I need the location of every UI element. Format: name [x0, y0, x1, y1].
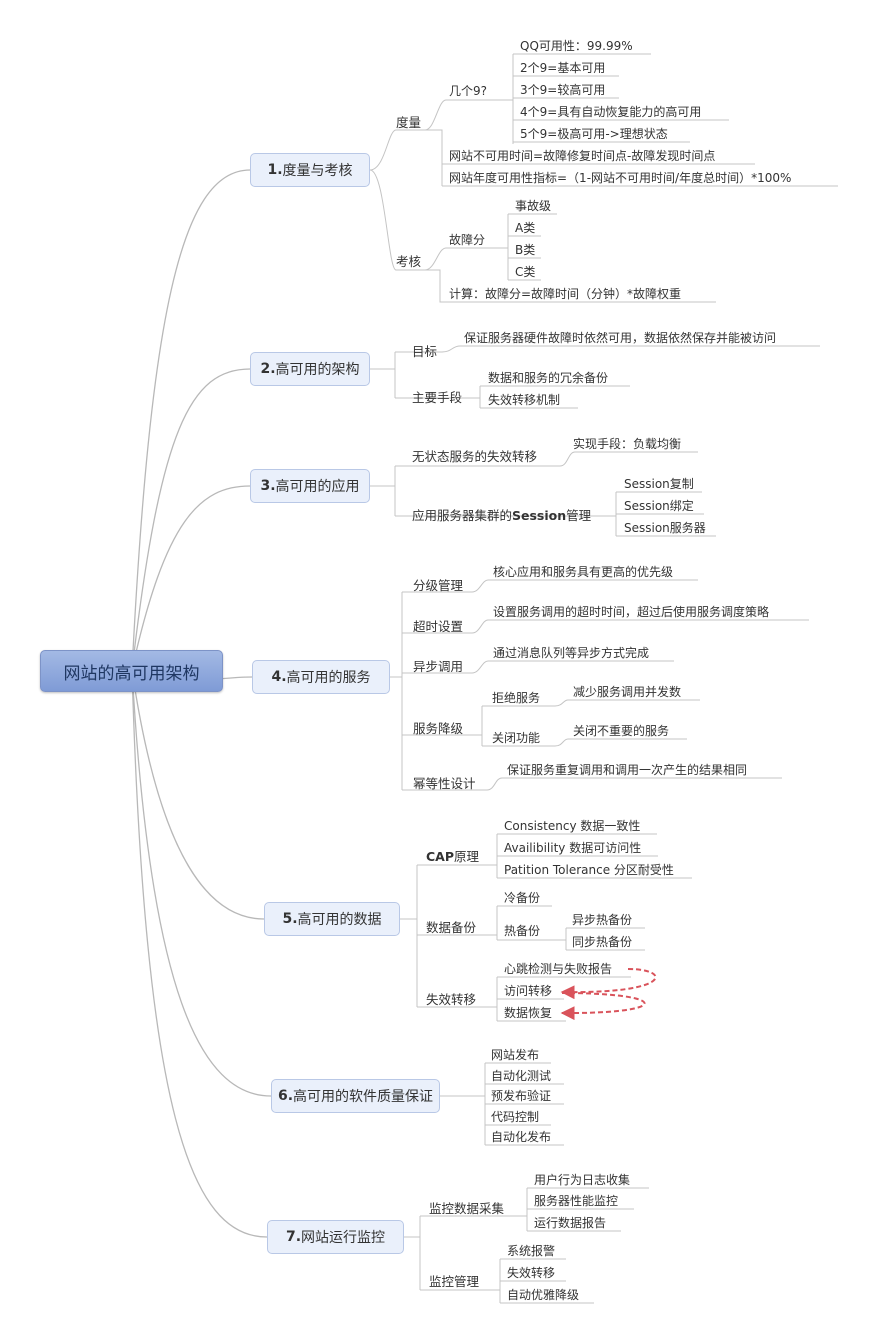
- topic-7-node[interactable]: 7.网站运行监控: [267, 1220, 404, 1254]
- nines-item[interactable]: 4个9=具有自动恢复能力的高可用: [520, 105, 702, 119]
- topic-4-node[interactable]: 4.高可用的服务: [252, 660, 390, 694]
- means-item[interactable]: 失效转移机制: [488, 393, 561, 407]
- session-mgmt-bold: Session: [512, 508, 567, 523]
- topic-7-number: 7.: [285, 1229, 302, 1245]
- fault-level-item[interactable]: C类: [515, 265, 536, 279]
- topic-7-title: 网站运行监控: [301, 1230, 386, 1246]
- cap-bold: CAP: [426, 849, 455, 864]
- topic-5-number: 5.: [282, 911, 298, 927]
- cap-item[interactable]: Availibility 数据可访问性: [504, 841, 642, 855]
- how-many-nines-node[interactable]: 几个9?: [449, 84, 488, 98]
- downtime-node[interactable]: 网站不可用时间=故障修复时间点-故障发现时间点: [449, 149, 716, 163]
- fault-level-item[interactable]: B类: [515, 243, 536, 257]
- goal-text[interactable]: 保证服务器硬件故障时依然可用，数据依然保存并能被访问: [464, 331, 777, 345]
- hot-backup-item[interactable]: 同步热备份: [572, 935, 633, 949]
- failover-flow-arrows: [560, 968, 657, 1021]
- topic-6-number: 6.: [277, 1088, 294, 1104]
- session-item[interactable]: Session服务器: [624, 521, 706, 535]
- topic-5-node[interactable]: 5.高可用的数据: [264, 902, 400, 936]
- topic-1-node[interactable]: 1.度量与考核: [250, 153, 370, 187]
- collect-item[interactable]: 服务器性能监控: [534, 1194, 619, 1208]
- collect-item[interactable]: 用户行为日志收集: [534, 1173, 631, 1187]
- cap-item[interactable]: Patition Tolerance 分区耐受性: [504, 863, 674, 877]
- nines-item[interactable]: 5个9=极高可用->理想状态: [520, 127, 668, 141]
- topic-2-title: 高可用的架构: [275, 362, 360, 378]
- topic-3-title: 高可用的应用: [275, 479, 360, 495]
- tiered-management-node[interactable]: 分级管理: [413, 578, 464, 593]
- timeout-text[interactable]: 设置服务调用的超时时间，超过后使用服务调度策略: [493, 605, 770, 619]
- shutdown-text[interactable]: 关闭不重要的服务: [573, 724, 670, 738]
- fault-score-node[interactable]: 故障分: [449, 233, 486, 247]
- manage-item[interactable]: 自动优雅降级: [507, 1288, 580, 1302]
- root-node[interactable]: 网站的高可用架构: [40, 650, 223, 692]
- data-failover-node[interactable]: 失效转移: [426, 992, 477, 1007]
- data-recovery-node[interactable]: 数据恢复: [504, 1006, 553, 1020]
- nines-item[interactable]: 3个9=较高可用: [520, 83, 606, 97]
- async-call-node[interactable]: 异步调用: [413, 659, 464, 674]
- idempotent-node[interactable]: 幂等性设计: [413, 776, 476, 791]
- idempotent-text[interactable]: 保证服务重复调用和调用一次产生的结果相同: [507, 763, 748, 777]
- quality-item[interactable]: 预发布验证: [491, 1089, 552, 1103]
- manage-item[interactable]: 系统报警: [507, 1244, 556, 1258]
- session-mgmt-prefix: 应用服务器集群的: [412, 508, 513, 523]
- topic-1-number: 1.: [267, 162, 283, 178]
- topic-1-title: 度量与考核: [282, 163, 353, 179]
- goal-node[interactable]: 目标: [412, 344, 438, 359]
- cap-suffix: 原理: [454, 849, 480, 864]
- session-item[interactable]: Session复制: [624, 477, 694, 491]
- sub-branch-lines: [369, 53, 838, 1304]
- root-branch-curves: [131, 169, 272, 1238]
- data-backup-node[interactable]: 数据备份: [426, 920, 477, 935]
- reject-service-node[interactable]: 拒绝服务: [492, 691, 541, 705]
- nines-item[interactable]: QQ可用性：99.99%: [520, 39, 633, 53]
- fault-level-item[interactable]: 事故级: [515, 199, 552, 213]
- hot-backup-node[interactable]: 热备份: [504, 924, 541, 938]
- topic-4-title: 高可用的服务: [286, 670, 371, 686]
- session-mgmt-suffix: 管理: [566, 508, 592, 523]
- cap-item[interactable]: Consistency 数据一致性: [504, 819, 641, 833]
- session-item[interactable]: Session绑定: [624, 499, 694, 513]
- monitor-manage-node[interactable]: 监控管理: [429, 1274, 480, 1289]
- service-degrade-node[interactable]: 服务降级: [413, 721, 464, 736]
- fault-level-item[interactable]: A类: [515, 221, 536, 235]
- quality-item[interactable]: 网站发布: [491, 1048, 540, 1062]
- reject-text[interactable]: 减少服务调用并发数: [573, 685, 682, 699]
- topic-4-number: 4.: [271, 669, 287, 685]
- topic-2-number: 2.: [260, 361, 276, 377]
- cap-node[interactable]: CAP原理: [423, 849, 482, 865]
- timeout-node[interactable]: 超时设置: [413, 619, 464, 634]
- annual-availability-node[interactable]: 网站年度可用性指标=（1-网站不可用时间/年度总时间）*100%: [449, 171, 792, 185]
- access-transfer-node[interactable]: 访问转移: [504, 984, 553, 998]
- collect-item[interactable]: 运行数据报告: [534, 1216, 607, 1230]
- session-management-node[interactable]: 应用服务器集群的Session管理: [409, 508, 594, 524]
- topic-3-number: 3.: [260, 478, 276, 494]
- calc-node[interactable]: 计算：故障分=故障时间（分钟）*故障权重: [449, 287, 682, 301]
- topic-5-title: 高可用的数据: [297, 912, 382, 928]
- topic-2-node[interactable]: 2.高可用的架构: [250, 352, 370, 386]
- means-node[interactable]: 主要手段: [412, 390, 463, 405]
- nines-item[interactable]: 2个9=基本可用: [520, 61, 606, 75]
- tiered-text[interactable]: 核心应用和服务具有更高的优先级: [493, 565, 674, 579]
- topic-6-node[interactable]: 6.高可用的软件质量保证: [271, 1079, 440, 1113]
- measure-node[interactable]: 度量: [396, 115, 422, 130]
- hot-backup-item[interactable]: 异步热备份: [572, 913, 633, 927]
- heartbeat-node[interactable]: 心跳检测与失败报告: [504, 962, 613, 976]
- quality-item[interactable]: 自动化测试: [491, 1069, 552, 1083]
- assess-node[interactable]: 考核: [396, 254, 422, 269]
- async-text[interactable]: 通过消息队列等异步方式完成: [493, 646, 650, 660]
- manage-item[interactable]: 失效转移: [507, 1266, 556, 1280]
- cold-backup-node[interactable]: 冷备份: [504, 891, 541, 905]
- quality-item[interactable]: 代码控制: [491, 1110, 540, 1124]
- quality-item[interactable]: 自动化发布: [491, 1130, 552, 1144]
- topic-6-title: 高可用的软件质量保证: [293, 1089, 434, 1105]
- load-balancing-node[interactable]: 实现手段：负载均衡: [573, 437, 682, 451]
- monitor-collect-node[interactable]: 监控数据采集: [429, 1201, 505, 1216]
- shutdown-feature-node[interactable]: 关闭功能: [492, 731, 541, 745]
- topic-3-node[interactable]: 3.高可用的应用: [250, 469, 370, 503]
- means-item[interactable]: 数据和服务的冗余备份: [488, 371, 609, 385]
- stateless-failover-node[interactable]: 无状态服务的失效转移: [412, 449, 538, 464]
